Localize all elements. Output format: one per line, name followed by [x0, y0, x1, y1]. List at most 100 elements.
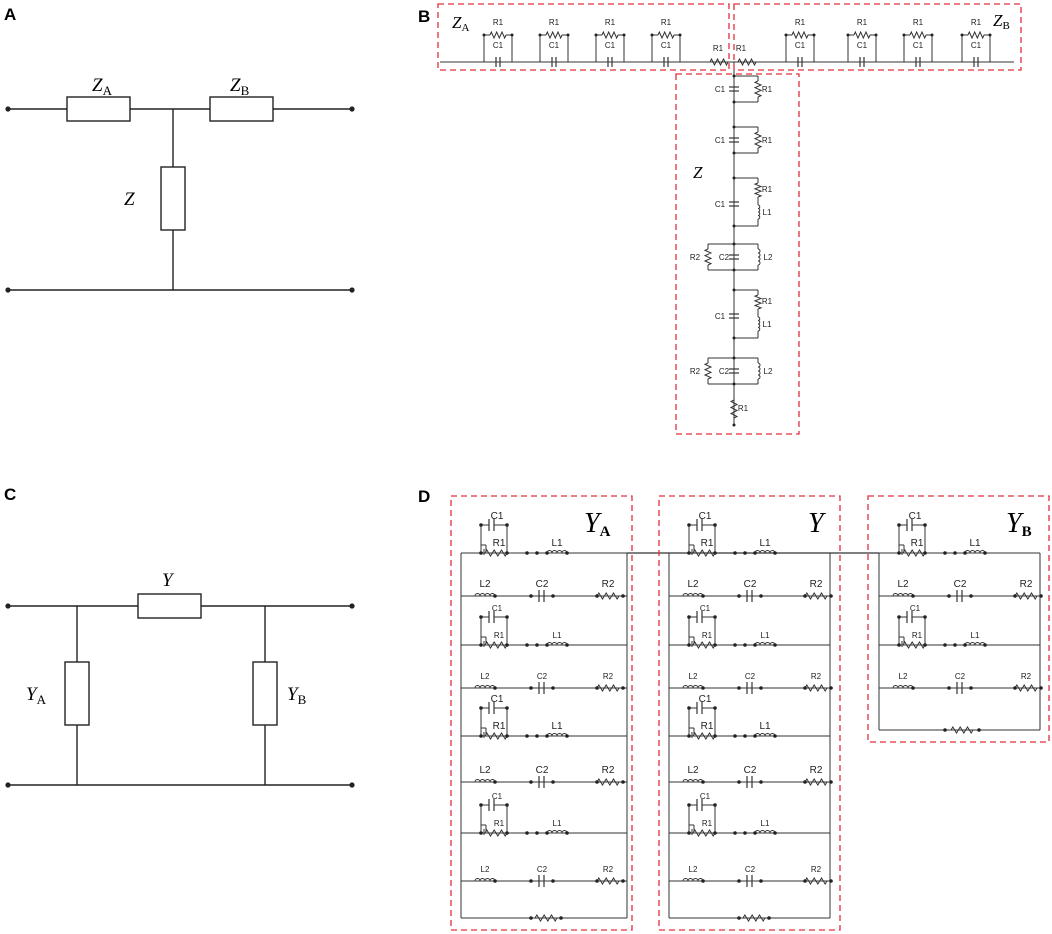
l1-label: L1: [759, 721, 771, 732]
junction-dot: [829, 780, 833, 784]
r2-label: R2: [602, 579, 615, 590]
c1-label: C1: [492, 792, 503, 801]
junction-dot: [943, 728, 947, 732]
c1-label: C1: [715, 85, 726, 94]
junction-dot: [687, 615, 691, 619]
junction-dot: [923, 523, 927, 527]
d-yb-label: YB: [1006, 508, 1032, 540]
inductor-symbol: [474, 685, 496, 689]
junction-dot: [510, 33, 514, 37]
za-label: ZA: [92, 75, 113, 98]
junction-dot: [969, 686, 973, 690]
junction-dot: [595, 780, 599, 784]
y-highlight-box: [658, 495, 841, 931]
terminal: [349, 603, 355, 609]
panel-b-label: B: [418, 7, 430, 26]
junction-dot: [566, 33, 570, 37]
junction-dot: [551, 686, 555, 690]
junction-dot: [701, 879, 705, 883]
resistor-symbol: [853, 30, 871, 40]
junction-dot: [529, 879, 533, 883]
junction-dot: [621, 879, 625, 883]
c1-label: C1: [715, 136, 726, 145]
junction-dot: [505, 706, 509, 710]
junction-dot: [551, 879, 555, 883]
junction-dot: [977, 728, 981, 732]
c1-label: C1: [492, 604, 503, 613]
z-label: Z: [124, 189, 135, 210]
resistor-symbol: [1014, 592, 1038, 600]
inductor-symbol: [892, 593, 914, 597]
r1-label: R1: [702, 631, 713, 640]
panel-a-label: A: [4, 5, 16, 24]
r1-label: R1: [911, 538, 924, 549]
junction-dot: [565, 643, 569, 647]
junction-dot: [505, 734, 509, 738]
inductor-symbol: [546, 550, 568, 554]
inductor-symbol: [474, 779, 496, 783]
junction-dot: [829, 686, 833, 690]
inductor-symbol: [546, 642, 568, 646]
l1-label: L1: [553, 631, 562, 640]
admittance-yb-box: [252, 661, 278, 726]
junction-dot: [479, 551, 483, 555]
r2-label: R2: [602, 765, 615, 776]
junction-dot: [897, 551, 901, 555]
junction-dot: [535, 734, 539, 738]
junction-dot: [963, 643, 967, 647]
resistor-symbol: [902, 641, 926, 649]
junction-dot: [753, 734, 757, 738]
junction-dot: [529, 594, 533, 598]
junction-dot: [759, 594, 763, 598]
panel-a: A ZA ZB Z: [4, 5, 355, 293]
r2-label: R2: [603, 672, 614, 681]
l2-label: L2: [689, 672, 698, 681]
l1-label: L1: [553, 819, 562, 828]
c2-label: C2: [744, 765, 757, 776]
r2-label: R2: [1020, 579, 1033, 590]
terminal: [349, 106, 355, 112]
c1-label: C1: [909, 511, 922, 522]
junction-dot: [923, 615, 927, 619]
resistor-symbol: [729, 399, 739, 419]
r1-label: R1: [549, 18, 560, 27]
admittance-y-box: [137, 593, 202, 619]
junction-dot: [525, 551, 529, 555]
junction-dot: [701, 686, 705, 690]
junction-dot: [545, 551, 549, 555]
za-highlight-box: [437, 3, 730, 71]
junction-dot: [505, 551, 509, 555]
resistor-symbol: [601, 30, 619, 40]
junction-dot: [759, 879, 763, 883]
junction-dot: [902, 33, 906, 37]
resistor-symbol: [742, 914, 766, 922]
zb-highlight-box: [733, 3, 1022, 71]
inductor-symbol: [757, 204, 761, 220]
junction-dot: [545, 831, 549, 835]
junction-dot: [874, 33, 878, 37]
z-highlight-box: [675, 73, 800, 435]
resistor-symbol: [804, 684, 828, 692]
junction-dot: [753, 551, 757, 555]
r2-label: R2: [690, 253, 701, 262]
admittance-ya-box: [64, 661, 90, 726]
junction-dot: [479, 803, 483, 807]
ya-highlight-box: [450, 495, 633, 931]
c1-label: C1: [493, 41, 504, 50]
junction-dot: [773, 551, 777, 555]
junction-dot: [947, 686, 951, 690]
junction-dot: [743, 551, 747, 555]
resistor-symbol: [484, 829, 508, 837]
junction-dot: [1013, 686, 1017, 690]
junction-dot: [687, 551, 691, 555]
inductor-symbol: [892, 685, 914, 689]
r1-label: R1: [494, 819, 505, 828]
c2-label: C2: [955, 672, 966, 681]
junction-dot: [621, 594, 625, 598]
junction-dot: [505, 523, 509, 527]
junction-dot: [943, 551, 947, 555]
junction-dot: [713, 734, 717, 738]
junction-dot: [803, 686, 807, 690]
junction-dot: [911, 686, 915, 690]
c1-label: C1: [715, 312, 726, 321]
